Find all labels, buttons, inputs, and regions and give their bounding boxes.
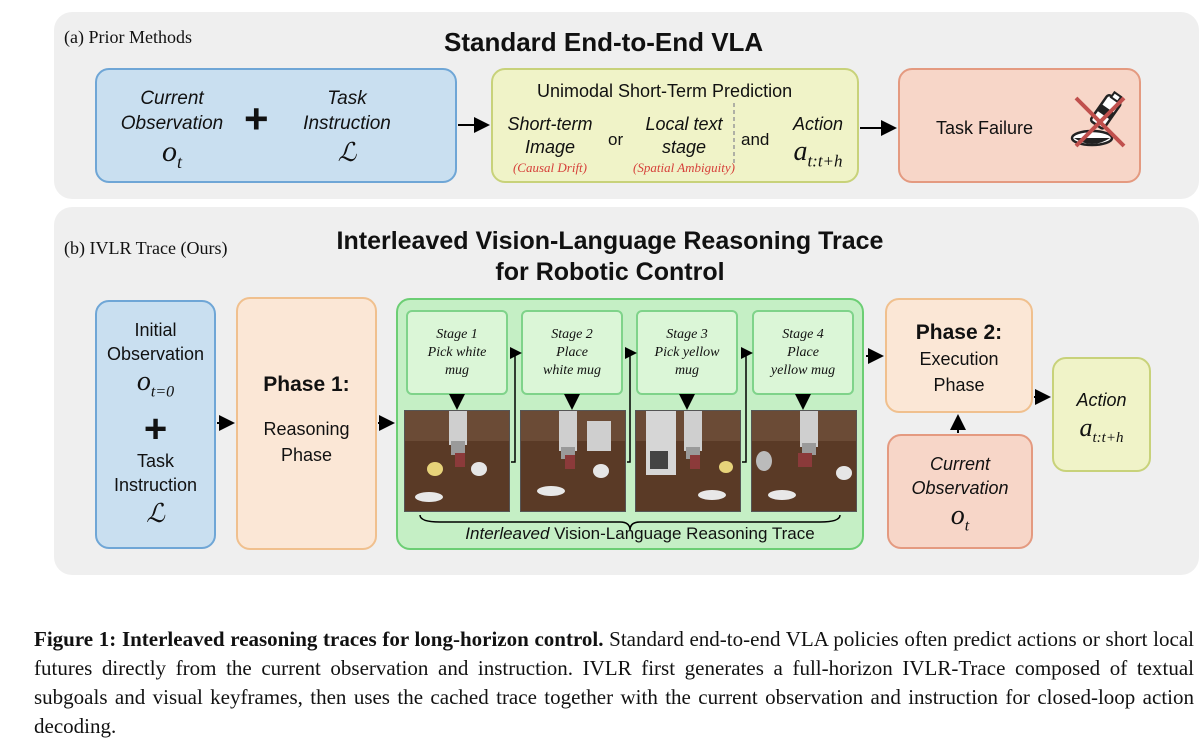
panel-b-label: (b) IVLR Trace (Ours) xyxy=(64,238,228,258)
figure-caption: Figure 1: Interleaved reasoning traces f… xyxy=(34,627,1194,738)
phase2-box xyxy=(885,298,1033,413)
initial-input-box xyxy=(95,300,216,549)
action-a: Action at:t+h xyxy=(792,114,844,171)
keyframe-image-1 xyxy=(404,410,510,512)
unimodal-title: Unimodal Short-Term Prediction xyxy=(537,81,793,101)
current-observation-label: Current Observation ot xyxy=(120,88,224,172)
unimodal-prediction-box xyxy=(491,68,859,183)
local-text-stage: Local text stage (Spatial Ambiguity) xyxy=(633,114,735,175)
phase1-content: Phase 1: Reasoning Phase xyxy=(263,373,350,465)
input-box-a xyxy=(95,68,457,183)
action-content-b: Action at:t+h xyxy=(1076,390,1127,447)
phase2-content: Phase 2: Execution Phase xyxy=(915,321,1003,395)
initial-input-content: Initial Observation ot=0 + Task Instruct… xyxy=(106,320,205,528)
plus-sign-a: + xyxy=(244,95,269,142)
and-word: and xyxy=(741,130,770,149)
panel-a-title: Standard End-to-End VLA xyxy=(444,27,764,57)
knocked-over-bottle-with-red-cross-icon xyxy=(1070,90,1126,148)
trace-label: Interleaved Vision-Language Reasoning Tr… xyxy=(465,524,815,543)
action-box-b xyxy=(1052,357,1151,472)
keyframe-image-2 xyxy=(520,410,626,512)
task-instruction-label-a: Task Instruction ℒ xyxy=(303,88,391,167)
current-observation-content-b: Current Observation ot xyxy=(911,454,1009,535)
short-term-image: Short-term Image (Causal Drift) xyxy=(507,114,593,175)
panel-a-label: (a) Prior Methods xyxy=(64,27,192,47)
or-word: or xyxy=(608,130,624,149)
phase1-box xyxy=(236,297,377,550)
panel-b-title: Interleaved Vision-Language Reasoning Tr… xyxy=(336,227,884,286)
current-observation-box-b xyxy=(887,434,1033,549)
task-failure-label: Task Failure xyxy=(936,118,1034,138)
keyframe-image-4 xyxy=(751,410,857,512)
keyframe-image-3 xyxy=(635,410,741,512)
